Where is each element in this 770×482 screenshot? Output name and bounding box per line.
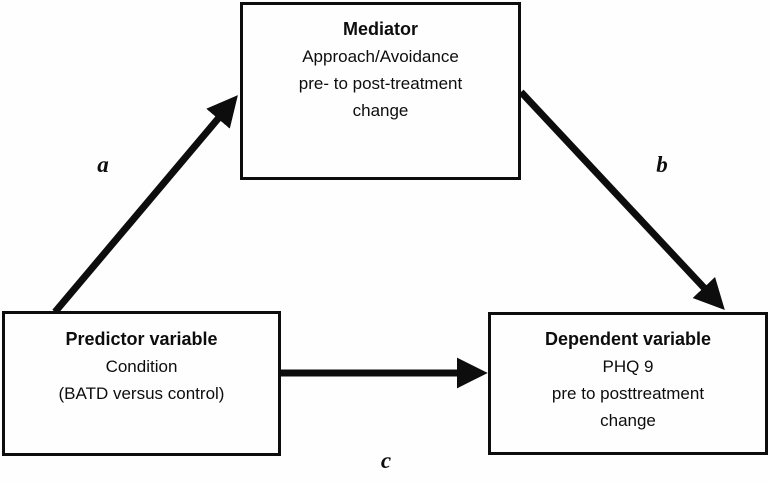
predictor-node: Predictor variable Condition (BATD versu… (2, 311, 281, 456)
dependent-title: Dependent variable (544, 329, 712, 349)
predictor-line: Condition (105, 357, 178, 376)
dependent-node: Dependent variable PHQ 9 pre to posttrea… (488, 312, 768, 455)
path-b-label: b (656, 152, 668, 177)
path-a-label: a (97, 152, 109, 177)
mediator-line: change (352, 101, 409, 120)
dependent-line: PHQ 9 (602, 357, 654, 376)
mediator-title: Mediator (342, 19, 418, 39)
path-a-arrow (52, 95, 238, 315)
path-b-arrow (518, 89, 725, 310)
dependent-line: change (600, 411, 656, 430)
predictor-title: Predictor variable (65, 329, 218, 349)
dependent-line: pre to posttreatment (551, 384, 705, 403)
path-c-label: c (380, 448, 392, 473)
mediator-line: pre- to post-treatment (298, 74, 463, 93)
mediator-line: Approach/Avoidance (302, 47, 459, 66)
mediator-node: Mediator Approach/Avoidance pre- to post… (240, 2, 521, 180)
predictor-line: (BATD versus control) (58, 384, 225, 403)
